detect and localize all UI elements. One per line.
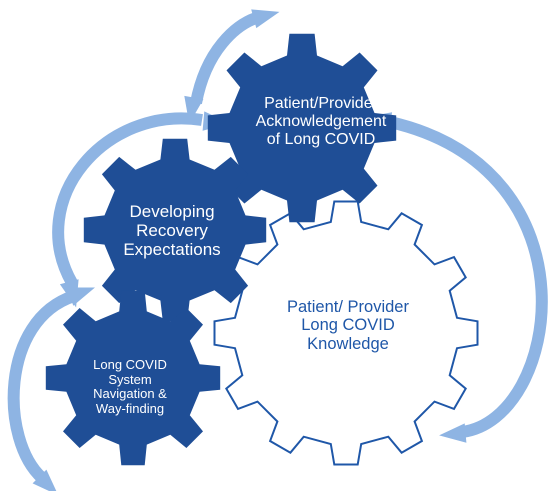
knowledge-line-1: Patient/ Provider <box>287 298 409 316</box>
arrow-left-shaft <box>7 290 77 483</box>
arrow-upper-left-shaft <box>52 112 203 286</box>
acknowledgement-gear <box>207 33 397 223</box>
knowledge-gear-label: Patient/ Provider Long COVID Knowledge <box>248 298 448 353</box>
acknowledgement-line-3: of Long COVID <box>266 130 376 148</box>
knowledge-line-2: Long COVID <box>301 316 395 335</box>
expectations-line-2: Recovery <box>136 221 208 241</box>
expectations-gear-label: Developing Recovery Expectations <box>92 202 252 259</box>
navigation-gear <box>45 290 221 466</box>
knowledge-line-3: Knowledge <box>307 334 389 353</box>
arrow-left-head-end <box>32 469 57 491</box>
arrow-right-head-end <box>439 423 467 443</box>
expectations-line-3: Expectations <box>123 240 221 260</box>
navigation-line-4: Way-finding <box>95 400 165 416</box>
acknowledgement-line-1: Patient/Provider <box>264 95 378 112</box>
navigation-line-3: Navigation & <box>93 386 167 402</box>
arrow-left-head-start <box>66 287 95 306</box>
arrow-right-shaft <box>388 116 548 438</box>
acknowledgement-line-2: Acknowledgement <box>255 112 387 130</box>
gear-layer <box>45 33 479 466</box>
arrow-top-head-end <box>251 9 280 29</box>
navigation-line-2: System <box>108 371 152 387</box>
navigation-gear-label: Long COVID System Navigation & Way-findi… <box>60 357 200 416</box>
acknowledgement-gear-label: Patient/Provider Acknowledgement of Long… <box>236 95 406 149</box>
arrow-top-shaft <box>190 12 259 105</box>
expectations-gear <box>83 138 267 322</box>
navigation-line-1: Long COVID <box>93 357 167 372</box>
expectations-line-1: Developing <box>129 202 215 221</box>
arrow-layer <box>7 9 548 491</box>
arrow-left <box>7 287 95 491</box>
